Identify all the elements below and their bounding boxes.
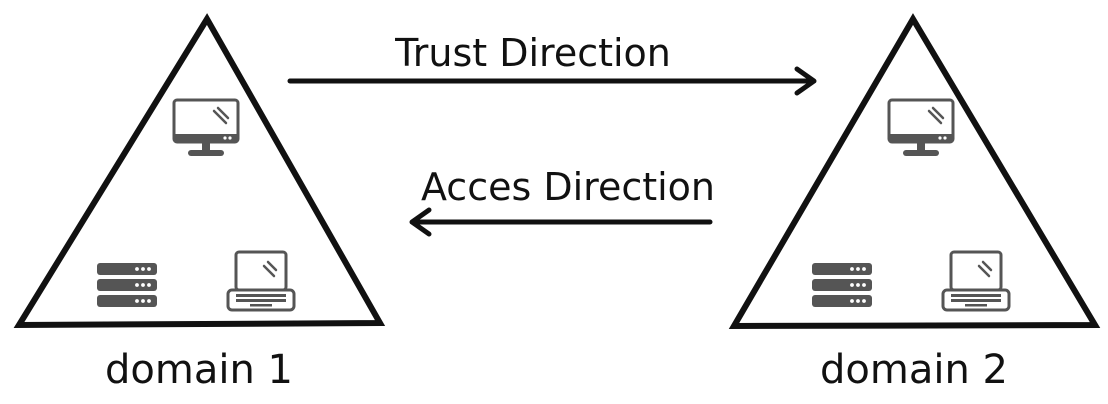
laptop-icon [226, 250, 296, 312]
desktop-monitor-icon [887, 98, 955, 158]
domain-2-triangle [728, 13, 1101, 330]
trust-direction-label: Trust Direction [395, 31, 671, 75]
domain-1-triangle [13, 13, 386, 329]
server-rack-icon [97, 263, 157, 307]
access-direction-arrow [409, 207, 713, 237]
domain-2-label: domain 2 [820, 347, 1008, 393]
trust-direction-arrow [287, 66, 817, 96]
domain-1-group [13, 13, 386, 329]
domain-2-group [728, 13, 1101, 330]
server-rack-icon [812, 263, 872, 307]
laptop-icon [941, 250, 1011, 312]
domain-1-label: domain 1 [105, 347, 293, 393]
access-direction-label: Acces Direction [420, 165, 716, 209]
desktop-monitor-icon [172, 98, 240, 158]
